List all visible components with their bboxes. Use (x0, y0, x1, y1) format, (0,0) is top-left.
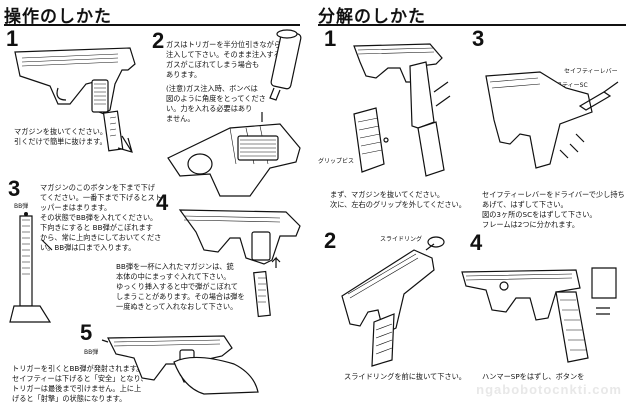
slide-ring-label: スライドリング (380, 236, 423, 243)
right-title-rule (318, 24, 626, 26)
left-section-title: 操作のしかた (4, 7, 112, 27)
disassembly-step-2-number: 2 (324, 228, 337, 253)
left-title-rule (4, 24, 300, 26)
step-2-text: ガスはトリガーを半分位引きながら注入して下さい。そのまま注入すると ガスがこぼれ… (166, 40, 288, 123)
bb-label: BB弾 (14, 203, 29, 210)
pistol-magazine-removal-illustration (10, 40, 160, 155)
step-5-number: 5 (80, 320, 93, 345)
bb-label-2: BB弾 (84, 349, 99, 356)
step-4-text: BB弾を一杯に入れたマガジンは、銃本体の中にまっすぐ入れて下さい。 ゆっくり挿入… (116, 262, 245, 311)
right-section-title: 分解のしかた (318, 7, 426, 27)
step-1-number: 1 (6, 26, 19, 51)
step-3-number: 3 (8, 176, 21, 201)
slide-ring-removal-illustration (334, 236, 464, 371)
gas-canister-illustration (262, 26, 302, 106)
safety-lever-label: セイフティーレバー (564, 68, 618, 75)
pistol-firing-illustration (104, 322, 274, 397)
disassembly-step-3-number: 3 (472, 26, 485, 51)
step-3-text: マガジンのこのボタンを下まで下げてください。一番下まで下げるとスト ッパーまはま… (40, 183, 162, 252)
step-5-text: トリガーを引くとBB弾が発射されます。セイフティーは下げると「安全」となり、 ト… (12, 364, 148, 403)
pistol-grip-removal-illustration (340, 32, 470, 192)
disassembly-step-4-number: 4 (470, 230, 483, 255)
magazine-insert-illustration (176, 202, 306, 322)
disassembly-step-1-text: まず、マガジンを抜いてください。次に、左右のグリップを外してください。 (330, 190, 466, 209)
step-4-number: 4 (156, 190, 169, 215)
disassembly-step-1-number: 1 (324, 26, 337, 51)
step-2-number: 2 (152, 28, 165, 53)
magazine-loading-illustration (6, 212, 66, 330)
disassembly-step-2-text: スライドリングを前に抜いて下さい。 (344, 372, 466, 381)
step-1-text: マガジンを抜いてください。引くだけで簡単に抜けます。 (14, 127, 108, 146)
pistol-gas-fill-illustration (160, 118, 305, 198)
watermark: ngabobotocnkti.com (476, 382, 622, 397)
safety-sc-label: セイフティーSC (544, 82, 588, 89)
safety-lever-removal-illustration (480, 64, 625, 184)
grip-screw-label: グリップビス (318, 158, 355, 165)
disassembly-step-4-text: ハンマーSPをはずし、ボタンを (482, 372, 585, 381)
disassembly-step-3-text: セイフティーレバーをドライバーで少し持ちあげて、はずして下さい。 図の3ヶ所のS… (482, 190, 625, 229)
frame-separation-illustration (456, 258, 626, 368)
